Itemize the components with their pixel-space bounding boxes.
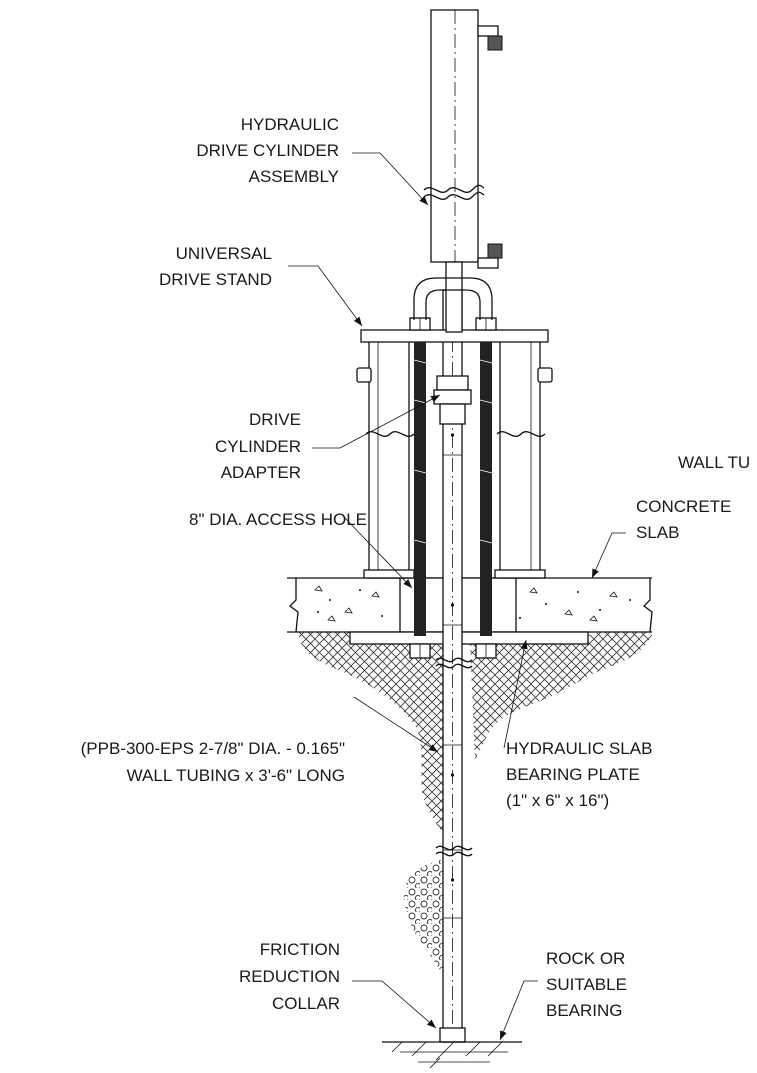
bearing-plate xyxy=(349,631,589,645)
label-access-hole: 8" DIA. ACCESS HOLE xyxy=(189,510,367,529)
label-cylinder-adapter-3: ADAPTER xyxy=(221,463,301,482)
label-hydraulic-cylinder-3: ASSEMBLY xyxy=(249,167,339,186)
label-drive-stand-1: UNIVERSAL xyxy=(176,244,272,263)
label-bearing-stratum-3: BEARING xyxy=(546,1001,623,1020)
label-bearing-plate-3: (1" x 6" x 16") xyxy=(506,791,609,810)
label-cylinder-adapter-2: CYLINDER xyxy=(215,437,301,456)
soil-hatch xyxy=(297,628,652,845)
cylinder-adapter xyxy=(433,375,472,425)
label-concrete-slab-2: SLAB xyxy=(636,523,679,542)
label-cylinder-adapter-1: DRIVE xyxy=(249,410,301,429)
label-friction-collar-1: FRICTION xyxy=(260,940,340,959)
label-hydraulic-cylinder-1: HYDRAULIC xyxy=(241,115,339,134)
leader-lines xyxy=(288,152,626,1041)
label-bearing-stratum-2: SUITABLE xyxy=(546,975,627,994)
u-bolt-yoke xyxy=(413,277,493,320)
bearing-ground xyxy=(382,1041,522,1069)
label-hydraulic-cylinder-2: DRIVE CYLINDER xyxy=(196,141,339,160)
label-friction-collar-2: REDUCTION xyxy=(239,967,340,986)
label-bearing-plate-1: HYDRAULIC SLAB xyxy=(506,739,652,758)
labels: HYDRAULIC DRIVE CYLINDER ASSEMBLY UNIVER… xyxy=(81,115,750,1020)
label-wall-tubing-cut: WALL TU xyxy=(678,453,750,472)
friction-collar xyxy=(439,1027,466,1043)
hydraulic-cylinder xyxy=(423,9,503,333)
label-pier-tubing-1: (PPB-300-EPS 2-7/8" DIA. - 0.165" xyxy=(81,739,345,758)
label-friction-collar-3: COLLAR xyxy=(272,994,340,1013)
drive-stand xyxy=(356,329,553,579)
label-bearing-stratum-1: ROCK OR xyxy=(546,949,625,968)
label-bearing-plate-2: BEARING PLATE xyxy=(506,765,640,784)
threaded-rods xyxy=(409,317,497,659)
label-drive-stand-2: DRIVE STAND xyxy=(159,270,272,289)
label-pier-tubing-2: WALL TUBING x 3'-6" LONG xyxy=(127,766,345,785)
label-concrete-slab-1: CONCRETE xyxy=(636,497,731,516)
